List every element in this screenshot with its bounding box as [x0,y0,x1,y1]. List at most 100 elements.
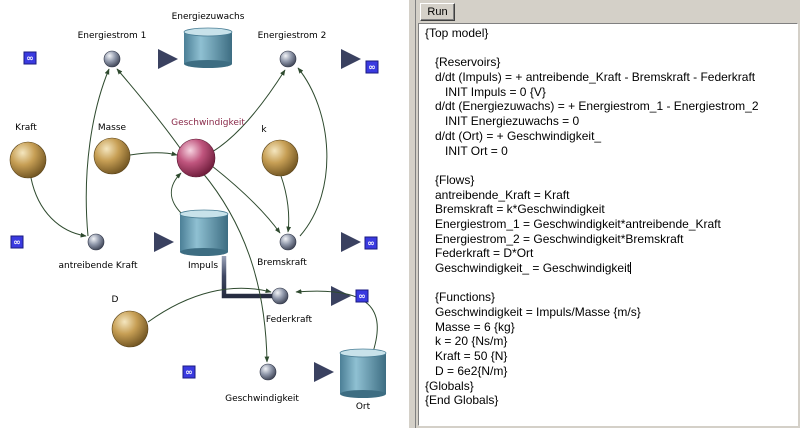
code-line-text: d/dt (Impuls) = + antreibende_Kraft - Br… [425,70,756,85]
link-bremskraft-energiestrom2 [297,67,328,237]
code-line[interactable]: Kraft = 50 {N} [425,349,797,364]
code-line[interactable]: {Globals} [425,379,797,394]
infinity-icon: ∞ [26,54,34,64]
label-geschwindigkeit-converter: Geschwindigkeit [171,118,245,128]
code-line[interactable]: d/dt (Ort) = + Geschwindigkeit_ [425,129,797,144]
code-line-text: {Reservoirs} [425,55,501,70]
pipe-federkraft-in [221,256,272,299]
label-bremskraft: Bremskraft [257,258,307,268]
valve-antreibende-kraft[interactable] [87,233,105,251]
code-line[interactable] [425,158,797,173]
code-line[interactable]: Geschwindigkeit_ = Geschwindigkeit [425,261,797,276]
code-line-text: Energiestrom_1 = Geschwindigkeit*antreib… [425,216,721,231]
code-line-text: d/dt (Ort) = + Geschwindigkeit_ [425,128,602,143]
valve-geschwindigkeit[interactable] [259,363,277,381]
valve-energiestrom-1[interactable] [103,50,121,68]
label-energiezuwachs: Energiezuwachs [171,12,245,22]
valve-bremskraft[interactable] [279,233,297,251]
code-line[interactable]: k = 20 {Ns/m} [425,334,797,349]
label-federkraft: Federkraft [265,315,313,325]
link-d-federkraft [147,287,272,323]
converter-masse[interactable] [93,137,131,175]
label-antreibende-kraft: antreibende Kraft [58,261,138,271]
code-line[interactable]: INIT Ort = 0 [425,144,797,159]
endpoint-geschwindigkeit-source: ∞ [182,365,196,379]
code-line[interactable]: {End Globals} [425,393,797,408]
run-button[interactable]: Run [420,3,455,21]
label-impuls: Impuls [187,261,219,271]
code-editor[interactable]: {Top model} {Reservoirs} d/dt (Impuls) =… [418,23,798,426]
code-line[interactable]: INIT Energiezuwachs = 0 [425,114,797,129]
label-ort: Ort [355,402,371,412]
code-line-text: d/dt (Energiezuwachs) = + Energiestrom_1… [425,99,759,114]
infinity-icon: ∞ [358,292,366,302]
label-k: k [261,125,267,135]
endpoint-bremskraft-sink: ∞ [364,236,378,250]
code-line-text: {Globals} [425,378,474,393]
link-ort-federkraft [295,289,378,353]
code-line-text: Kraft = 50 {N} [425,349,508,364]
code-line[interactable]: Geschwindigkeit = Impuls/Masse {m/s} [425,305,797,320]
link-geschw-flow [201,171,270,363]
code-line[interactable]: Federkraft = D*Ort [425,246,797,261]
code-line-text: k = 20 {Ns/m} [425,334,508,349]
converter-kraft[interactable] [9,141,47,179]
code-line[interactable]: D = 6e2{N/m} [425,364,797,379]
code-line[interactable]: {Flows} [425,173,797,188]
code-line[interactable]: INIT Impuls = 0 {V} [425,85,797,100]
code-line[interactable]: {Functions} [425,290,797,305]
code-line-text: antreibende_Kraft = Kraft [425,187,570,202]
link-kraft-antreibende [30,177,87,238]
code-line[interactable]: Energiestrom_1 = Geschwindigkeit*antreib… [425,217,797,232]
text-caret [630,262,632,274]
code-line-text: INIT Impuls = 0 {V} [425,84,546,99]
code-line-text: Bremskraft = k*Geschwindigkeit [425,202,605,217]
editor-pane: Run {Top model} {Reservoirs} d/dt (Impul… [416,0,800,428]
code-line-text: Geschwindigkeit = Impuls/Masse {m/s} [425,305,641,320]
code-line[interactable]: d/dt (Impuls) = + antreibende_Kraft - Br… [425,70,797,85]
infinity-icon: ∞ [368,63,376,73]
converter-d[interactable] [111,310,149,348]
link-geschw-energiestrom2 [211,69,286,153]
label-kraft: Kraft [15,123,37,133]
code-line-text: {Functions} [425,290,496,305]
label-energiestrom-2: Energiestrom 2 [257,31,327,41]
code-line[interactable]: Masse = 6 {kg} [425,320,797,335]
valve-federkraft[interactable] [271,287,289,305]
code-line[interactable]: {Reservoirs} [425,55,797,70]
model-diagram-canvas[interactable]: ∞ ∞ ∞ ∞ ∞ ∞ [0,0,408,428]
code-line[interactable]: antreibende_Kraft = Kraft [425,188,797,203]
link-k-bremskraft [280,175,292,233]
link-geschw-energiestrom1 [116,68,181,149]
converter-k[interactable] [261,139,299,177]
reservoir-energiezuwachs[interactable] [183,27,233,68]
code-line[interactable]: Energiestrom_2 = Geschwindigkeit*Bremskr… [425,232,797,247]
code-line[interactable]: d/dt (Energiezuwachs) = + Energiestrom_1… [425,99,797,114]
endpoint-energiestrom2-sink: ∞ [365,60,379,74]
code-line-text: INIT Energiezuwachs = 0 [425,114,580,129]
infinity-icon: ∞ [367,239,375,249]
code-line-text: {Flows} [425,172,475,187]
label-d: D [111,295,119,305]
code-line-text: Federkraft = D*Ort [425,246,534,261]
code-line[interactable]: {Top model} [425,26,797,41]
endpoint-energiestrom1-source: ∞ [23,51,37,65]
converter-geschwindigkeit[interactable] [176,138,216,178]
code-line-text: Energiestrom_2 = Geschwindigkeit*Bremskr… [425,231,684,246]
label-energiestrom-1: Energiestrom 1 [77,31,147,41]
label-geschwindigkeit-flow: Geschwindigkeit [225,394,299,404]
pane-splitter[interactable] [408,0,416,428]
reservoir-ort[interactable] [339,348,387,398]
link-geschw-bremskraft [211,165,281,234]
code-line[interactable] [425,276,797,291]
valve-energiestrom-2[interactable] [279,50,297,68]
code-line-text: Geschwindigkeit_ = Geschwindigkeit [425,261,631,275]
model-diagram[interactable]: ∞ ∞ ∞ ∞ ∞ ∞ [0,0,408,428]
reservoir-impuls[interactable] [179,209,229,256]
link-masse-geschw [129,151,178,157]
code-line-text: Masse = 6 {kg} [425,319,515,334]
code-line[interactable] [425,41,797,56]
label-masse: Masse [97,123,127,133]
code-line[interactable]: Bremskraft = k*Geschwindigkeit [425,202,797,217]
infinity-icon: ∞ [185,368,193,378]
